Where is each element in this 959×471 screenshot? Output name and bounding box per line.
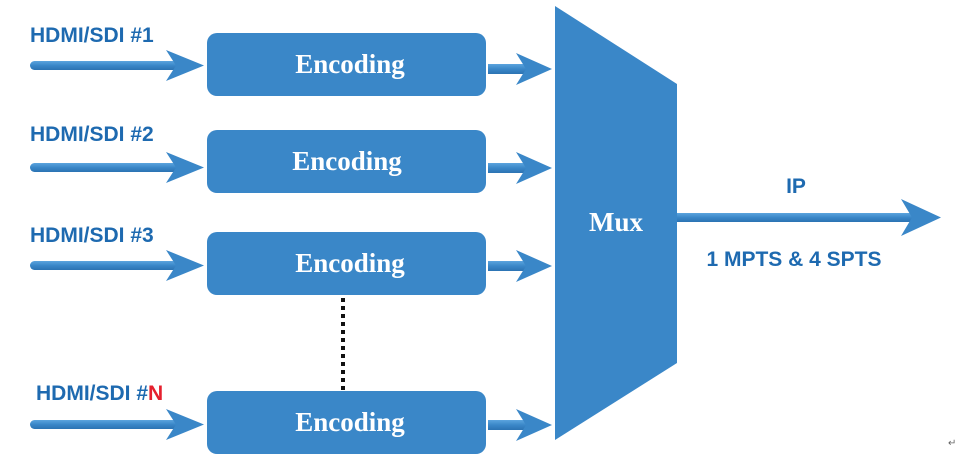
input-arrow-n (30, 409, 204, 440)
output-label: IP (786, 175, 806, 198)
output-sublabel: 1 MPTS & 4 SPTS (706, 248, 881, 271)
input-row-1: HDMI/SDI #1 (30, 24, 204, 81)
input-label-2: HDMI/SDI #2 (30, 123, 154, 146)
input-arrow-1 (30, 50, 204, 81)
input-label-1: HDMI/SDI #1 (30, 24, 154, 47)
input-label-n: HDMI/SDI #N (36, 382, 163, 405)
encoder-label-2: Encoding (292, 146, 402, 176)
encoder-box-3: Encoding (207, 232, 486, 295)
encoder-box-2: Encoding (207, 130, 486, 193)
mux-block: Mux (555, 6, 677, 440)
input-n-suffix: N (148, 382, 163, 405)
encoder-box-n: Encoding (207, 391, 486, 454)
mux-label: Mux (589, 207, 644, 237)
input-row-2: HDMI/SDI #2 (30, 123, 204, 183)
encoder-to-mux-arrow-1 (488, 53, 552, 85)
encoder-to-mux-arrow-3 (488, 250, 552, 282)
input-row-n: HDMI/SDI #N (30, 382, 204, 440)
input-label-3: HDMI/SDI #3 (30, 224, 154, 247)
input-arrow-3 (30, 250, 204, 281)
input-arrow-2 (30, 152, 204, 183)
encoder-box-1: Encoding (207, 33, 486, 96)
encoder-label-3: Encoding (295, 248, 405, 278)
encoder-to-mux-arrow-n (488, 409, 552, 441)
encoder-label-n: Encoding (295, 407, 405, 437)
output-arrow (677, 199, 941, 236)
input-row-3: HDMI/SDI #3 (30, 224, 204, 281)
encoder-label-1: Encoding (295, 49, 405, 79)
return-mark: ↵ (948, 438, 956, 449)
encoder-to-mux-arrow-2 (488, 152, 552, 184)
